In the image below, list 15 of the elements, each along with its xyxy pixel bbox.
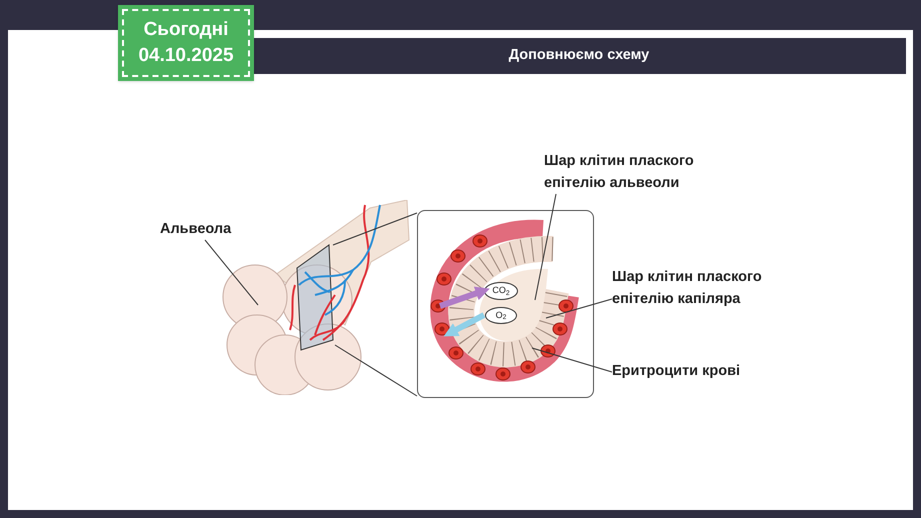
title-bar: Доповнюємо схему [252,38,906,74]
gas-arrow [439,286,490,309]
date-badge [118,5,254,81]
leader-line [532,348,612,372]
callout-label: Шар клітин плаского епітелію капіляра [612,268,763,309]
leader-line [546,298,612,318]
leader-line [534,194,556,300]
callout-label: Еритроцити крові [612,362,742,381]
zoom-line [332,212,418,246]
date-heading: Сьогодні [144,18,228,42]
zoom-line [334,344,418,396]
date-text: 04.10.2025 [138,44,234,68]
callout-label: Шар клітин плаского епітелію альвеоли [544,152,695,193]
callout-label: Альвеола [160,220,232,239]
zoom-line [204,240,258,306]
